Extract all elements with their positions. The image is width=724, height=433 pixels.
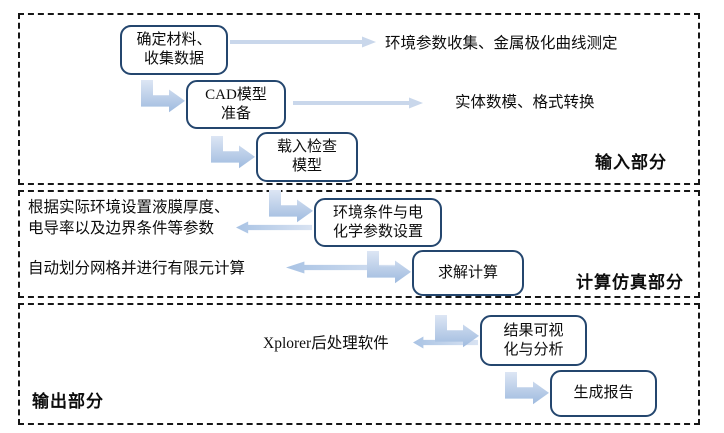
section-input-frame (18, 13, 700, 185)
elbow-arrow-to-solve (367, 251, 411, 284)
box-cad-model: CAD模型 准备 (186, 80, 286, 129)
elbow-arrow-to-load-check (211, 136, 255, 169)
box-env-params: 环境条件与电 化学参数设置 (314, 198, 442, 247)
elbow-arrow-to-env-params (269, 190, 313, 223)
elbow-arrow-to-report (505, 372, 549, 405)
left-arrow-xplorer (413, 336, 478, 349)
section-output-frame (18, 303, 700, 425)
section-compute-frame (18, 190, 700, 298)
note-film-settings: 根据实际环境设置液膜厚度、 电导率以及边界条件等参数 (28, 199, 230, 237)
elbow-arrow-to-cad-model (141, 80, 185, 113)
note-meshing: 自动划分网格并进行有限元计算 (28, 260, 246, 277)
box-visualize: 结果可视 化与分析 (480, 315, 587, 366)
left-arrow-meshing (286, 261, 401, 274)
right-arrow-env-collect (230, 36, 376, 48)
label-section-input: 输入部分 (595, 153, 667, 172)
note-xplorer: Xplorer后处理软件 (263, 335, 389, 352)
box-solve: 求解计算 (412, 250, 524, 296)
box-load-check: 载入检查 模型 (256, 132, 358, 182)
label-section-output: 输出部分 (32, 392, 104, 411)
elbow-arrow-to-visualize (435, 315, 479, 348)
box-determine-materials: 确定材料、 收集数据 (120, 25, 228, 75)
left-arrow-film-settings (236, 221, 312, 234)
box-report: 生成报告 (550, 370, 657, 417)
note-solid-model: 实体数模、格式转换 (455, 94, 595, 111)
right-arrow-solid-model (293, 97, 423, 109)
label-section-compute: 计算仿真部分 (576, 273, 684, 292)
note-env-collect: 环境参数收集、金属极化曲线测定 (385, 35, 618, 52)
